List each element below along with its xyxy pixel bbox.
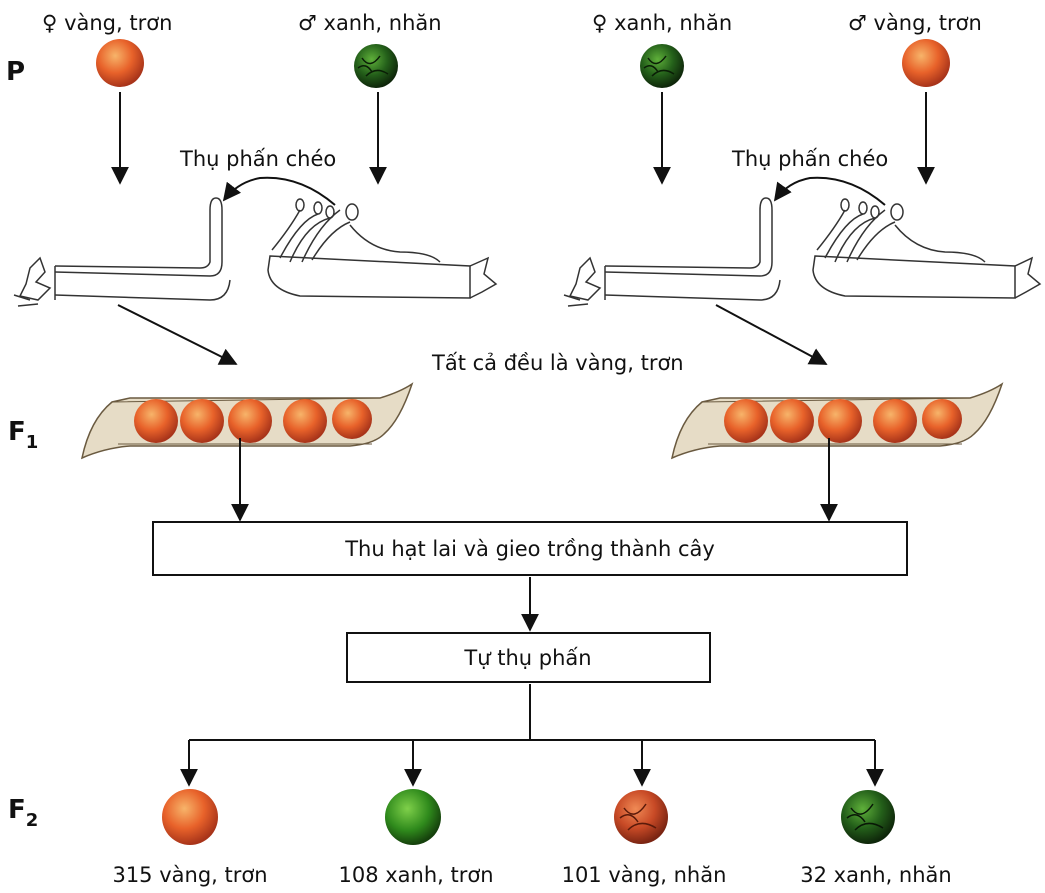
generation-p-label: P [6,57,25,87]
left-male-green-wrinkled-seed [354,44,398,88]
collect-seeds-text: Thu hạt lai và gieo trồng thành cây [344,537,715,561]
left-f1-pod [80,382,414,460]
right-f1-pod [670,382,1004,460]
f2-label-1: 315 vàng, trơn [112,863,267,887]
f1-result-label: Tất cả đều là vàng, trơn [431,351,684,375]
right-pollination-arrow [773,176,886,206]
self-pollination-text: Tự thụ phấn [463,646,591,670]
left-female-label: ♀ vàng, trơn [42,11,172,35]
f2-yellow-wrinkled-seed [614,790,668,844]
left-pollination-label: Thụ phấn chéo [179,147,336,171]
f2-label-2: 108 xanh, trơn [338,863,493,887]
f2-label-4: 32 xanh, nhăn [800,863,951,887]
generation-f1-label: F1 [8,417,38,453]
left-male-label: ♂ xanh, nhăn [298,11,442,35]
right-female-label: ♀ xanh, nhăn [592,11,732,35]
self-pollination-box [346,632,711,683]
right-flower-illustration [563,197,1042,307]
f2-green-wrinkled-seed [841,790,895,844]
right-to-pod-arrow [715,304,828,365]
left-female-yellow-smooth-seed [96,39,144,87]
right-pollination-label: Thụ phấn chéo [731,147,888,171]
f2-yellow-smooth-seed [162,789,218,845]
left-pollination-arrow [222,176,336,206]
collect-seeds-box [152,521,908,576]
right-female-green-wrinkled-seed [640,44,684,88]
right-male-yellow-smooth-seed [902,39,950,87]
generation-f2-label: F2 [8,795,38,831]
f2-green-smooth-seed [385,789,441,845]
right-male-label: ♂ vàng, trơn [848,11,982,35]
left-flower-illustration [13,197,498,307]
f2-label-3: 101 vàng, nhăn [562,863,727,887]
left-to-pod-arrow [117,304,238,365]
